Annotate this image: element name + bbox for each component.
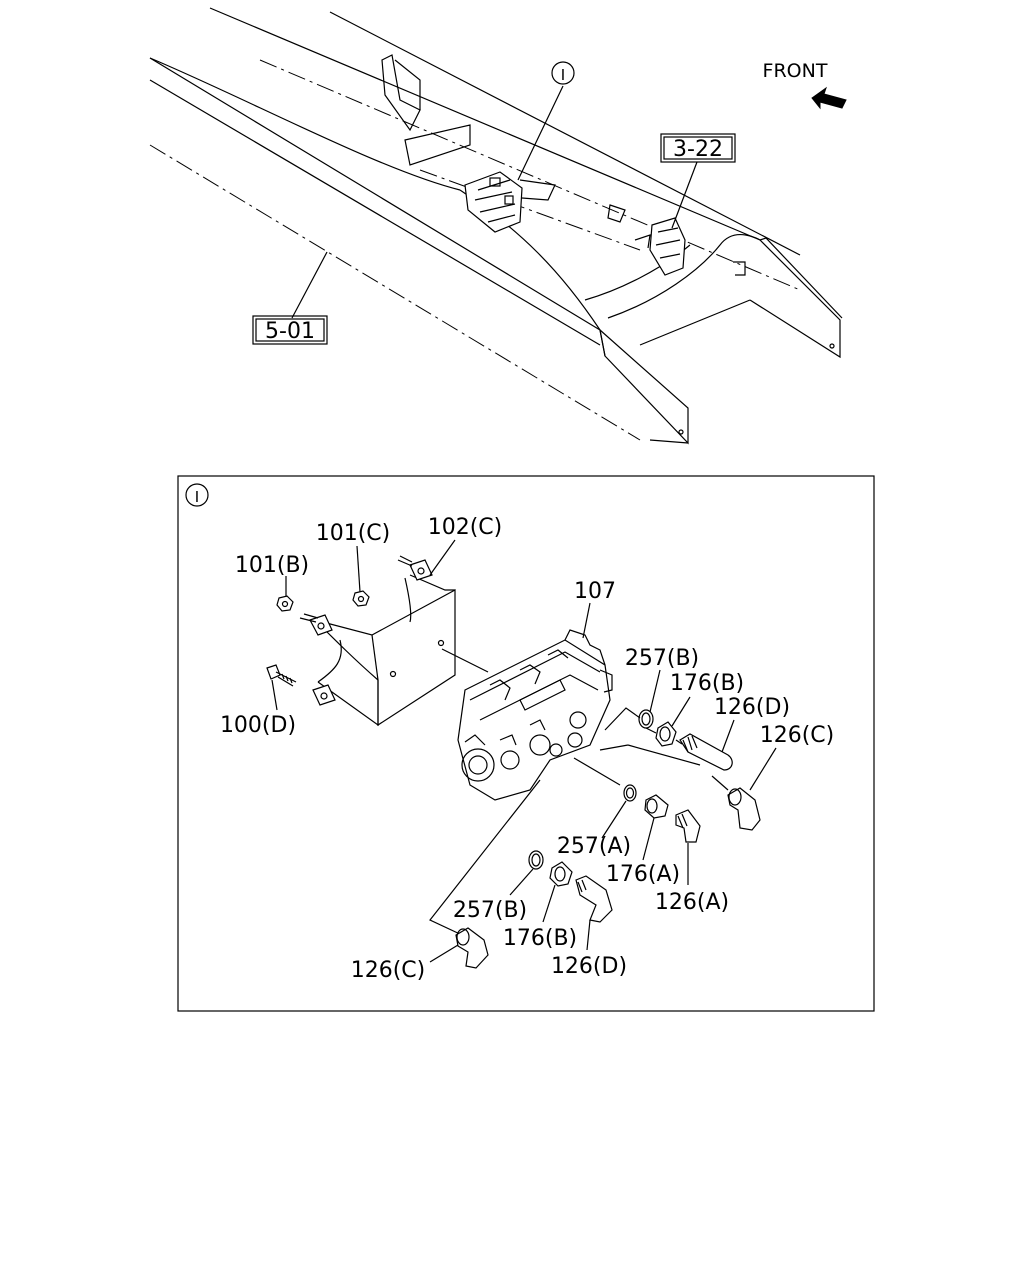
- bracket-102c: [309, 555, 456, 727]
- ref-harness-label: 3-22: [673, 137, 723, 162]
- modulator-valve-107: [457, 629, 613, 801]
- detail-frame: [177, 475, 875, 1012]
- nut-101c: [352, 590, 370, 607]
- chassis-frame-overview: I 3-22 5-01 FRONT: [149, 7, 847, 445]
- harness-component: [607, 204, 686, 276]
- oring-257a: [623, 784, 637, 802]
- adapter-176b-top: [645, 721, 677, 747]
- label-107: 107: [574, 579, 616, 604]
- nut-101b: [276, 595, 294, 612]
- elbow-126a: [675, 809, 701, 843]
- front-direction-label: FRONT: [763, 60, 828, 82]
- label-126c-low: 126(C): [351, 958, 426, 983]
- label-101c: 101(C): [316, 521, 391, 546]
- label-102c: 102(C): [428, 515, 503, 540]
- detail-callout-circle: [551, 61, 575, 85]
- label-257a: 257(A): [557, 834, 631, 859]
- oring-257b-top: [638, 709, 654, 729]
- bolt-100d: [266, 664, 297, 687]
- oring-257b-low: [528, 850, 544, 870]
- adapter-176a: [644, 794, 669, 819]
- label-126a: 126(A): [655, 890, 729, 915]
- label-126c-right: 126(C): [760, 723, 835, 748]
- ref-frame-label: 5-01: [265, 319, 315, 344]
- detail-marker-label: I: [195, 488, 199, 506]
- detail-marker-circle: [185, 483, 209, 507]
- elbow-126c-low: [455, 927, 489, 969]
- label-257b-top: 257(B): [625, 646, 699, 671]
- label-176b-low: 176(B): [503, 926, 577, 951]
- detail-view: I: [177, 475, 875, 1012]
- front-arrow-icon: [811, 86, 847, 110]
- detail-callout-marker: I: [561, 66, 565, 84]
- connector-126d-top: [675, 733, 733, 771]
- label-101b: 101(B): [235, 553, 309, 578]
- adapter-176b-low: [549, 861, 573, 887]
- label-126d-low: 126(D): [551, 954, 627, 979]
- label-176a: 176(A): [606, 862, 680, 887]
- label-126d-top: 126(D): [714, 695, 790, 720]
- label-176b-top: 176(B): [670, 671, 744, 696]
- frame-mounted-modulator: [464, 171, 556, 233]
- ref-box-3-22[interactable]: 3-22: [660, 133, 736, 163]
- elbow-126c-right: [711, 775, 761, 831]
- ref-box-5-01[interactable]: 5-01: [252, 315, 328, 345]
- label-100d: 100(D): [220, 713, 296, 738]
- elbow-126d-low: [575, 875, 613, 923]
- label-257b-low: 257(B): [453, 898, 527, 923]
